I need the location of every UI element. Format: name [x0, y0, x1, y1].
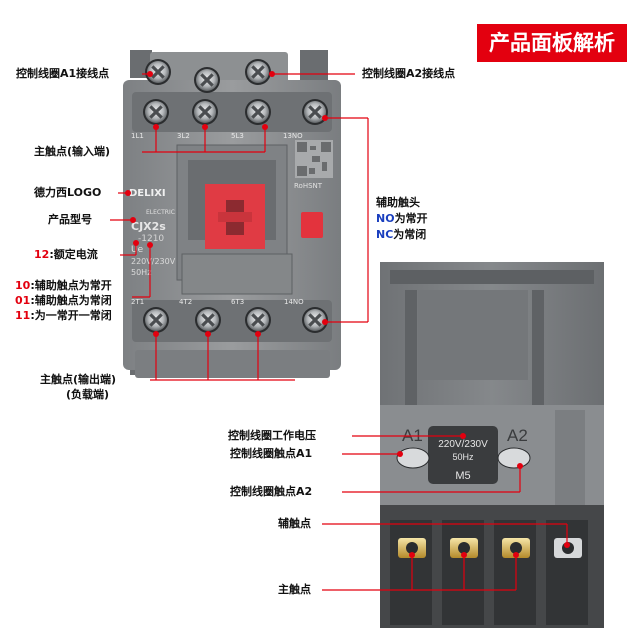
label-aux-mix: 11:为一常开一常闭 [15, 309, 112, 323]
aux-nc-text: :辅助触点为常闭 [30, 294, 112, 307]
label-coil-a1-terminal: 控制线圈A1接线点 [16, 67, 110, 80]
side-contactor: 220V/230V 50Hz M5 A1 A2 [380, 262, 604, 628]
brand-sub-text: ELECTRIC [146, 209, 175, 216]
terminal-4t2: 4T2 [179, 298, 192, 306]
aux-no-code: 10 [15, 279, 31, 292]
rated-current-text: :额定电流 [49, 248, 98, 261]
label-coil-a2: 控制线圈触点A2 [230, 485, 313, 498]
label-main-contact: 主触点 [278, 583, 311, 596]
terminal-5l3: 5L3 [231, 132, 244, 140]
side-freq-text: 50Hz [452, 452, 474, 462]
nc-code: NC [376, 228, 394, 241]
model-code-text: -1210 [138, 234, 164, 244]
side-code-text: M5 [455, 470, 470, 482]
terminal-3l2: 3L2 [177, 132, 190, 140]
label-main-input: 主触点(输入端) [34, 145, 111, 158]
label-model: 产品型号 [48, 213, 92, 226]
label-aux-no: 10:辅助触点为常开 [15, 279, 112, 293]
side-voltage-text: 220V/230V [438, 439, 488, 450]
label-aux-head: 辅助触头 [376, 196, 420, 209]
brand-logo-text: DELIXI [129, 188, 166, 199]
terminal-14no: 14NO [284, 298, 304, 306]
label-rated-current: 12:额定电流 [34, 248, 98, 262]
callout-dots [125, 71, 570, 558]
label-coil-a2-terminal: 控制线圈A2接线点 [362, 67, 456, 80]
label-coil-voltage: 控制线圈工作电压 [228, 429, 316, 442]
rated-current-code: 12 [34, 248, 50, 261]
no-code: NO [376, 212, 395, 225]
label-nc: NC为常闭 [376, 228, 426, 242]
ue-text: Ue [131, 245, 144, 255]
aux-mix-code: 11 [15, 309, 31, 322]
side-a2-text: A2 [507, 426, 528, 445]
qr-text: RoHSNT [294, 182, 323, 190]
aux-nc-code: 01 [15, 294, 31, 307]
label-main-output-sub: (负载端) [66, 388, 110, 401]
label-main-output: 主触点(输出端) [40, 373, 117, 386]
label-coil-a1: 控制线圈触点A1 [230, 447, 313, 460]
front-voltage-text: 220V/230V [131, 257, 176, 266]
section-title-banner: 产品面板解析 [477, 24, 627, 62]
front-contactor: 1L1 3L2 5L3 13NO 2T1 4T2 6T3 14NO DELIXI… [123, 50, 341, 378]
terminal-13no: 13NO [283, 132, 303, 140]
model-text: CJX2s [131, 220, 166, 233]
nc-text: 为常闭 [393, 228, 427, 241]
terminal-6t3: 6T3 [231, 298, 244, 306]
label-logo: 德力西LOGO [34, 186, 102, 199]
aux-no-text: :辅助触点为常开 [30, 279, 112, 292]
label-aux-nc: 01:辅助触点为常闭 [15, 294, 112, 308]
aux-mix-text: :为一常开一常闭 [30, 309, 112, 322]
front-freq-text: 50Hz [131, 268, 151, 277]
no-text: 为常开 [394, 212, 428, 225]
label-aux-contact: 辅触点 [278, 517, 311, 530]
terminal-1l1: 1L1 [131, 132, 144, 140]
terminal-2t1: 2T1 [131, 298, 144, 306]
label-no: NO为常开 [376, 212, 428, 226]
